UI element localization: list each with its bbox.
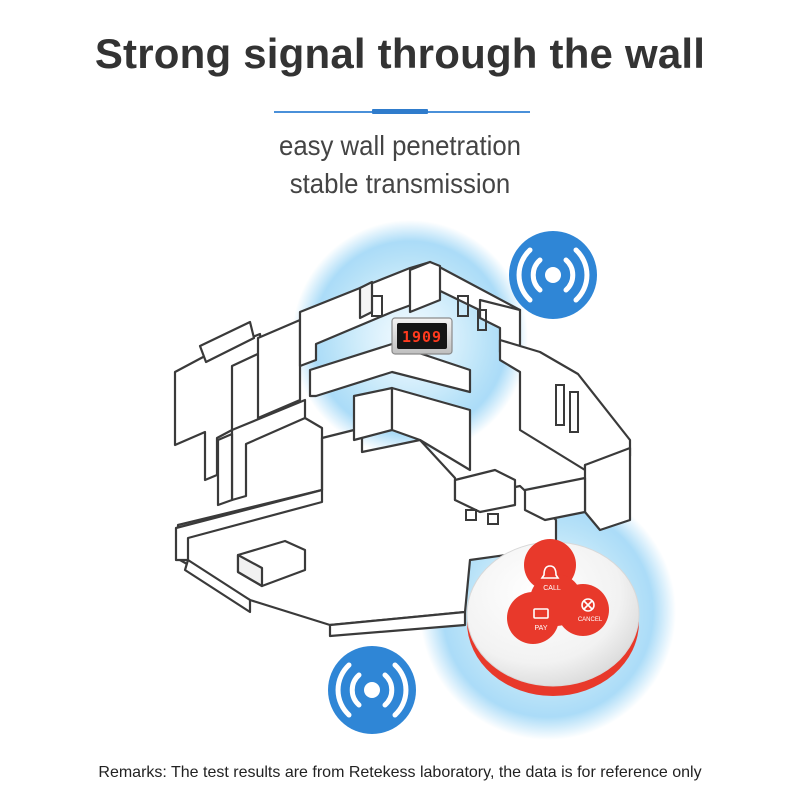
title-divider-accent — [372, 109, 428, 114]
floor-plan-drawing — [173, 260, 632, 638]
cancel-x-icon — [581, 598, 595, 612]
receiver-display: 1909 — [391, 317, 453, 355]
pay-button-label: PAY — [535, 625, 548, 632]
wireless-signal-icon — [328, 646, 416, 734]
display-readout: 1909 — [402, 328, 442, 346]
floor-plan-details — [371, 295, 579, 525]
call-button-label: CALL — [543, 585, 561, 592]
subtitle-line-1: easy wall penetration — [278, 130, 521, 161]
call-pager: CALL PAY CANCEL — [466, 539, 640, 696]
cancel-button-label: CANCEL — [578, 617, 603, 623]
bell-icon — [540, 565, 560, 579]
remarks-note: Remarks: The test results are from Retek… — [98, 764, 702, 781]
wireless-signal-icon — [509, 231, 597, 319]
card-icon — [533, 608, 549, 619]
subtitle-line-2: stable transmission — [289, 168, 511, 199]
headline: Strong signal through the wall — [94, 30, 706, 77]
